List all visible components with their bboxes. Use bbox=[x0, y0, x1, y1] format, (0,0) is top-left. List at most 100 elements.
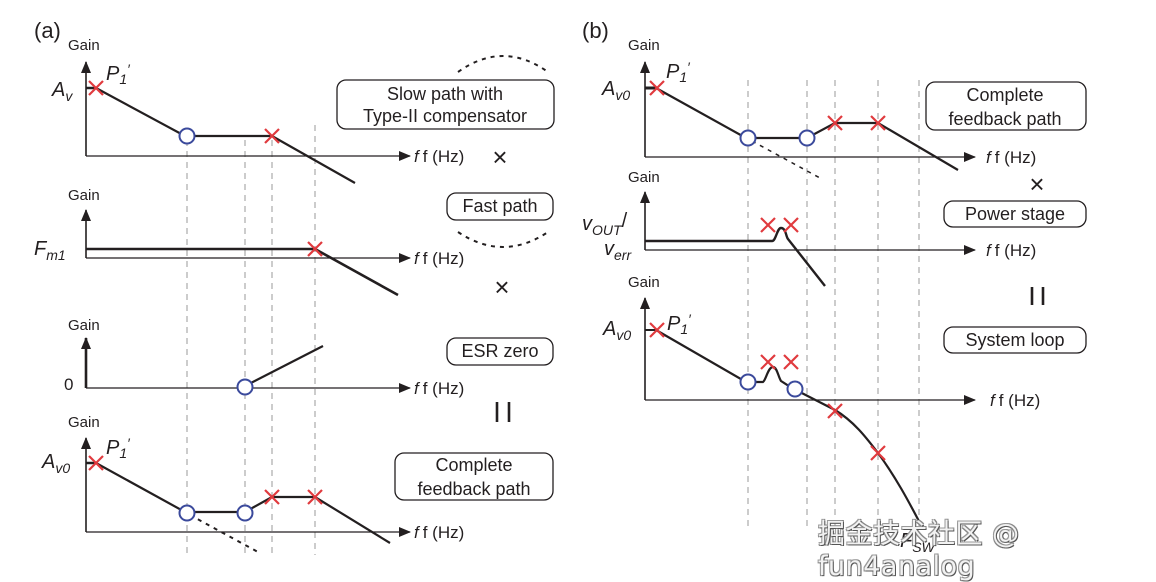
equals-operator bbox=[495, 402, 511, 422]
box-line: feedback path bbox=[948, 109, 1061, 129]
pole-marker bbox=[827, 115, 843, 131]
pole-label: P1′ bbox=[667, 311, 692, 337]
multiply-operator: × bbox=[1029, 169, 1044, 199]
y-axis-label: Gain bbox=[628, 37, 660, 54]
gain-curve bbox=[95, 462, 391, 544]
box-line: Type-II compensator bbox=[363, 106, 527, 126]
zero-marker bbox=[798, 129, 816, 147]
grouping-arc-top bbox=[457, 55, 549, 73]
gain-curve bbox=[645, 226, 826, 287]
box-fast-path: Fast path bbox=[446, 192, 554, 221]
pole-marker bbox=[88, 80, 104, 96]
pole-label: P1′ bbox=[106, 61, 131, 87]
box-line: Fast path bbox=[462, 196, 537, 216]
y-axis-label: Gain bbox=[628, 169, 660, 186]
box-line: Complete bbox=[966, 85, 1043, 105]
zero-marker bbox=[786, 380, 804, 398]
level-label: Av0 bbox=[601, 78, 630, 103]
zero-marker bbox=[739, 373, 757, 391]
pole-marker bbox=[264, 489, 280, 505]
y-axis-label: Gain bbox=[68, 317, 100, 334]
y-axis-label: Gain bbox=[68, 414, 100, 431]
level-label-top: vOUT/ bbox=[582, 210, 628, 238]
gain-curve bbox=[655, 329, 923, 528]
guide-lines-b bbox=[747, 80, 920, 528]
level-main: A bbox=[51, 79, 65, 101]
watermark: 掘金技术社区 @ fun4analog bbox=[818, 519, 1020, 582]
panel-b-tag: (b) bbox=[582, 18, 609, 43]
box-slow-path: Slow path with Type-II compensator bbox=[336, 79, 555, 130]
pole-label: P1′ bbox=[106, 435, 131, 461]
gain-curve bbox=[95, 87, 356, 184]
double-pole-marker bbox=[760, 217, 776, 233]
box-line: Slow path with bbox=[387, 84, 503, 104]
gain-curve bbox=[86, 247, 399, 297]
asymptote-dashed bbox=[189, 514, 259, 553]
double-pole-marker bbox=[783, 217, 799, 233]
box-complete-feedback-a: Complete feedback path bbox=[394, 452, 554, 501]
x-axis-unit: f (Hz) bbox=[423, 147, 465, 166]
gain-curve bbox=[244, 345, 324, 387]
box-line: Complete bbox=[435, 455, 512, 475]
pole-marker bbox=[870, 445, 886, 461]
box-line: ESR zero bbox=[461, 341, 538, 361]
asymptote-dashed bbox=[751, 140, 821, 179]
pole-marker bbox=[649, 322, 665, 338]
level-label: 0 bbox=[64, 375, 73, 394]
zero-marker bbox=[236, 378, 254, 396]
box-line: System loop bbox=[965, 330, 1064, 350]
zero-marker bbox=[178, 504, 196, 522]
multiply-operator: × bbox=[492, 142, 507, 172]
pole-marker bbox=[870, 115, 886, 131]
box-complete-feedback-b: Complete feedback path bbox=[925, 81, 1087, 131]
level-sub: v bbox=[65, 88, 73, 104]
pole-marker bbox=[264, 128, 280, 144]
grouping-arc-bottom bbox=[457, 231, 549, 248]
switching-frequency-label: FSW bbox=[900, 530, 937, 555]
equals-operator bbox=[1030, 287, 1045, 305]
y-axis-label: Gain bbox=[628, 274, 660, 291]
box-line: feedback path bbox=[417, 479, 530, 499]
level-label: Av bbox=[51, 79, 73, 104]
pole-marker bbox=[307, 241, 323, 257]
gain-curve bbox=[655, 87, 959, 171]
zero-marker bbox=[739, 129, 757, 147]
pole-marker bbox=[827, 403, 843, 419]
multiply-operator: × bbox=[494, 272, 509, 302]
box-esr-zero: ESR zero bbox=[446, 337, 554, 366]
zero-marker bbox=[236, 504, 254, 522]
level-label: Fm1 bbox=[34, 238, 66, 263]
level-label: Av0 bbox=[41, 451, 70, 476]
pole-marker bbox=[307, 489, 323, 505]
level-label-bottom: verr bbox=[604, 238, 632, 263]
pole-marker bbox=[649, 80, 665, 96]
pole-label: P1′ bbox=[666, 59, 691, 85]
box-line: Power stage bbox=[965, 204, 1065, 224]
y-axis-label: Gain bbox=[68, 187, 100, 204]
pole-marker bbox=[88, 455, 104, 471]
level-label: Av0 bbox=[602, 318, 631, 343]
y-axis-label: Gain bbox=[68, 37, 100, 54]
panel-a-tag: (a) bbox=[34, 18, 61, 43]
double-pole-marker bbox=[783, 354, 799, 370]
double-pole-marker bbox=[760, 354, 776, 370]
guide-lines-a bbox=[186, 125, 316, 555]
zero-marker bbox=[178, 127, 196, 145]
box-system-loop: System loop bbox=[943, 326, 1087, 354]
box-power-stage: Power stage bbox=[943, 200, 1087, 228]
